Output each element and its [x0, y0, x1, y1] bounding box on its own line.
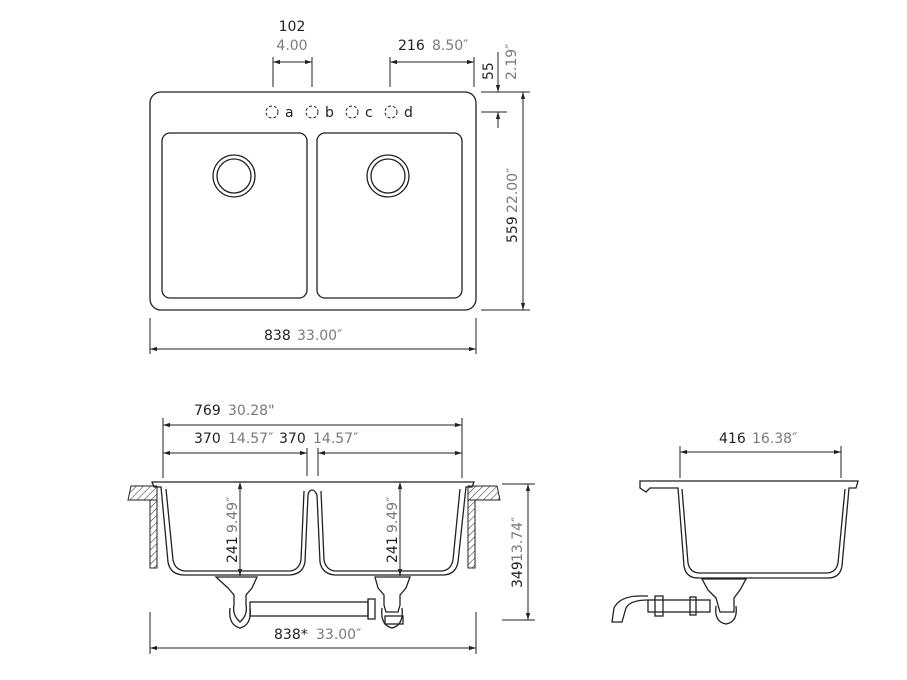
dim-value-in: 14.57″	[228, 431, 273, 447]
sink-profile	[151, 481, 475, 576]
dim-side-bowl-width: 416 16.38″	[679, 431, 842, 478]
dim-value-in: 33.00″	[316, 627, 361, 643]
dim-bowl-widths: 370 14.57″ 370 14.57″	[163, 431, 462, 476]
dim-hole-offset: 216 8.50″	[389, 38, 475, 87]
dim-value-in: 9.49″	[385, 497, 401, 533]
dim-value-in: 22.00″	[505, 168, 521, 213]
dim-value-in: 33.00″	[297, 328, 342, 344]
dim-value-in: 8.50″	[432, 38, 468, 54]
dim-value-mm: 102	[279, 19, 306, 35]
left-drain-icon	[212, 154, 256, 198]
right-drain-icon	[366, 154, 410, 198]
faucet-holes: a b c d	[265, 105, 413, 121]
dim-value-in: 4.00	[276, 38, 307, 54]
faucet-hole-label: d	[404, 105, 413, 121]
right-bowl	[316, 132, 463, 299]
dim-value-in: 30.28"	[228, 403, 275, 419]
dim-value-mm: 838	[264, 328, 291, 344]
dim-total-height: 349 13.74″	[502, 483, 535, 621]
dim-value-mm: 370	[194, 431, 221, 447]
dim-inner-width: 769 30.28"	[162, 403, 463, 478]
dim-value-mm: 559	[505, 216, 521, 243]
dim-width: 838 33.00″	[149, 318, 477, 354]
dim-value-mm: 55	[481, 62, 497, 80]
countertop-right	[467, 485, 501, 501]
dim-value-mm: 416	[719, 431, 746, 447]
side-view: 416 16.38″	[611, 431, 859, 625]
dim-value-mm: 241	[225, 536, 241, 563]
sink-outline	[149, 91, 477, 311]
dim-value-in: 9.49″	[225, 497, 241, 533]
dim-hole-edge: 55 2.19″	[481, 44, 530, 128]
dim-value-in: 16.38″	[752, 431, 797, 447]
cabinet-wall-left	[149, 499, 158, 569]
dim-value-mm: 241	[385, 536, 401, 563]
dim-value-mm: 216	[398, 38, 425, 54]
dim-value-mm: 370	[279, 431, 306, 447]
dim-value-mm: 838*	[274, 627, 308, 643]
cabinet-wall-right	[467, 499, 476, 569]
top-view: a b c d 102 4.00 216 8.50″	[149, 19, 530, 354]
side-sink-profile	[639, 480, 859, 579]
drain-trap-icon	[214, 576, 411, 629]
faucet-hole-label: b	[325, 105, 334, 121]
dim-value-in: 2.19″	[504, 44, 520, 80]
faucet-hole-label: c	[365, 105, 373, 121]
faucet-hole-label: a	[285, 105, 294, 121]
front-view: 769 30.28" 370 14.57″ 370 14.57″	[127, 403, 535, 654]
side-drain-trap-icon	[611, 578, 748, 625]
countertop-left	[127, 485, 158, 501]
dim-bowl-depth-right: 241 9.49″	[385, 482, 403, 576]
dim-value-mm: 349	[510, 561, 526, 588]
dim-hole-spacing: 102 4.00	[272, 19, 313, 87]
dim-value-in: 14.57″	[313, 431, 358, 447]
dim-value-in: 13.74″	[510, 517, 526, 562]
dim-bowl-depth-left: 241 9.49″	[225, 482, 243, 576]
left-bowl	[161, 132, 308, 299]
dim-depth: 559 22.00″	[481, 92, 530, 311]
dim-cabinet-width: 838* 33.00″	[149, 612, 477, 654]
dim-value-mm: 769	[194, 403, 221, 419]
